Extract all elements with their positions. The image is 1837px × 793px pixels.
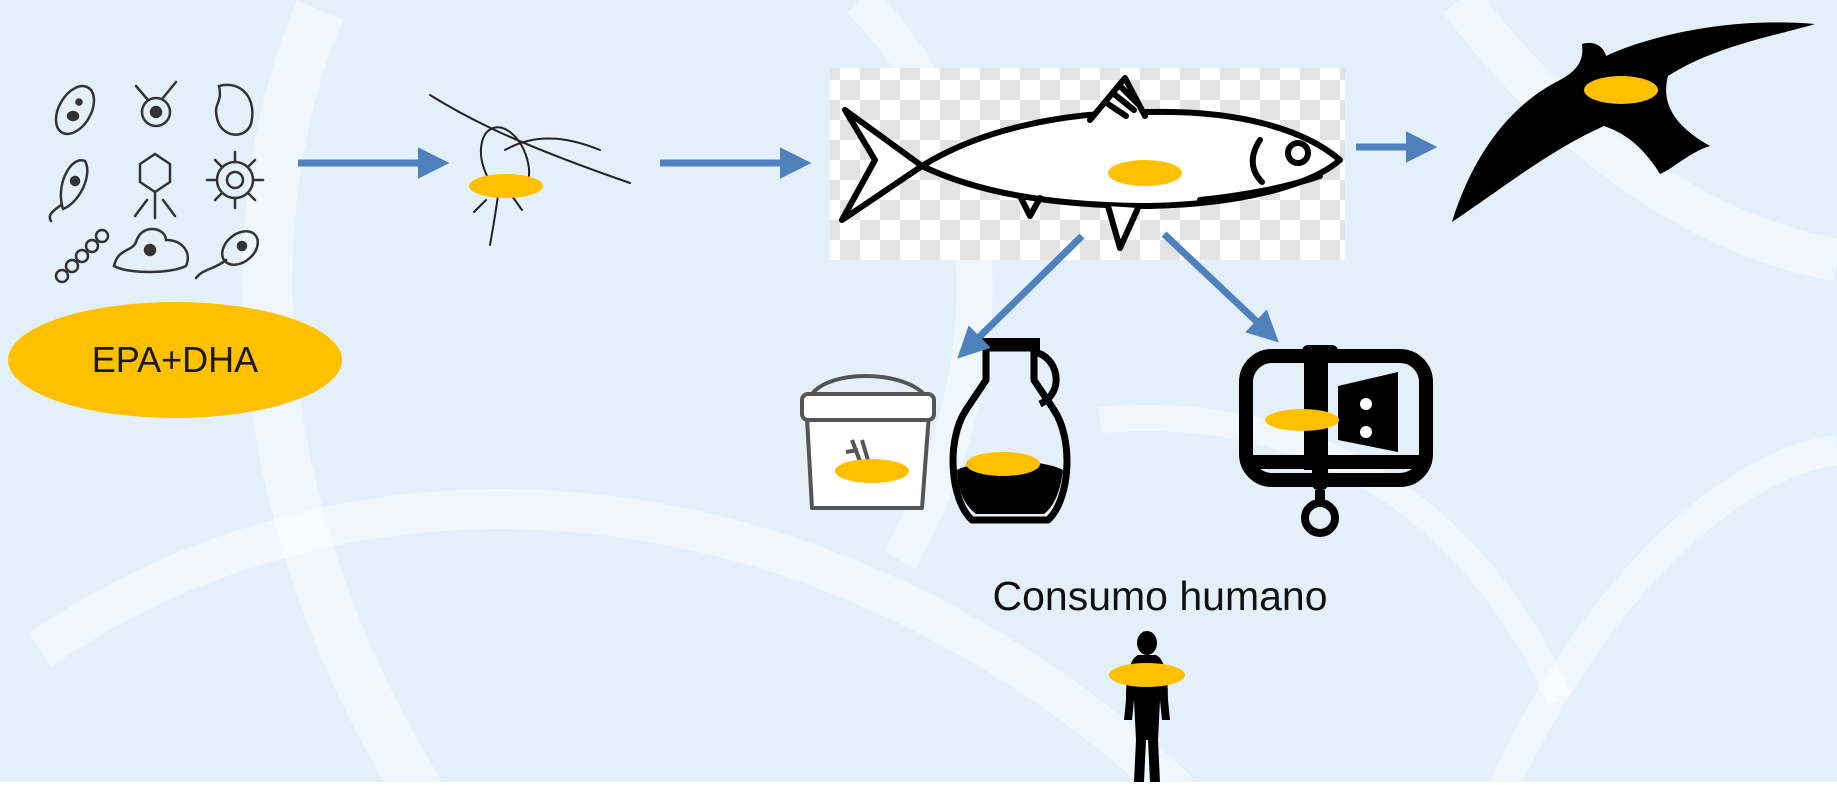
- legend-label: EPA+DHA: [91, 339, 259, 380]
- marker-bird: [1584, 76, 1658, 104]
- canned-fish-icon: [1239, 345, 1433, 537]
- fish-oil-bottle-icon: [949, 338, 1071, 524]
- marker-zooplankton: [469, 174, 543, 198]
- marker-fish-oil: [966, 452, 1040, 476]
- zooplankton-icon: [429, 94, 631, 246]
- fish-icon: [839, 75, 1343, 251]
- marker-human: [1109, 663, 1185, 687]
- seabird-icon: [1452, 22, 1815, 222]
- human-consumption-label: Consumo humano: [992, 572, 1328, 619]
- arrow-fish-to-canned: [1161, 231, 1279, 343]
- legend-marker: [8, 302, 342, 418]
- fishmeal-bag-icon: [800, 374, 936, 510]
- marker-fish: [1108, 160, 1182, 186]
- marker-fishmeal: [835, 459, 909, 483]
- epa-dha-markers: [8, 76, 1658, 687]
- marker-canned: [1265, 409, 1339, 431]
- bottom-band: [0, 782, 1837, 793]
- microorganisms-icon: [48, 80, 265, 284]
- arrow-fish-to-fishmeal: [957, 233, 1085, 359]
- human-icon: [1124, 631, 1170, 782]
- flow-arrows: [298, 131, 1438, 359]
